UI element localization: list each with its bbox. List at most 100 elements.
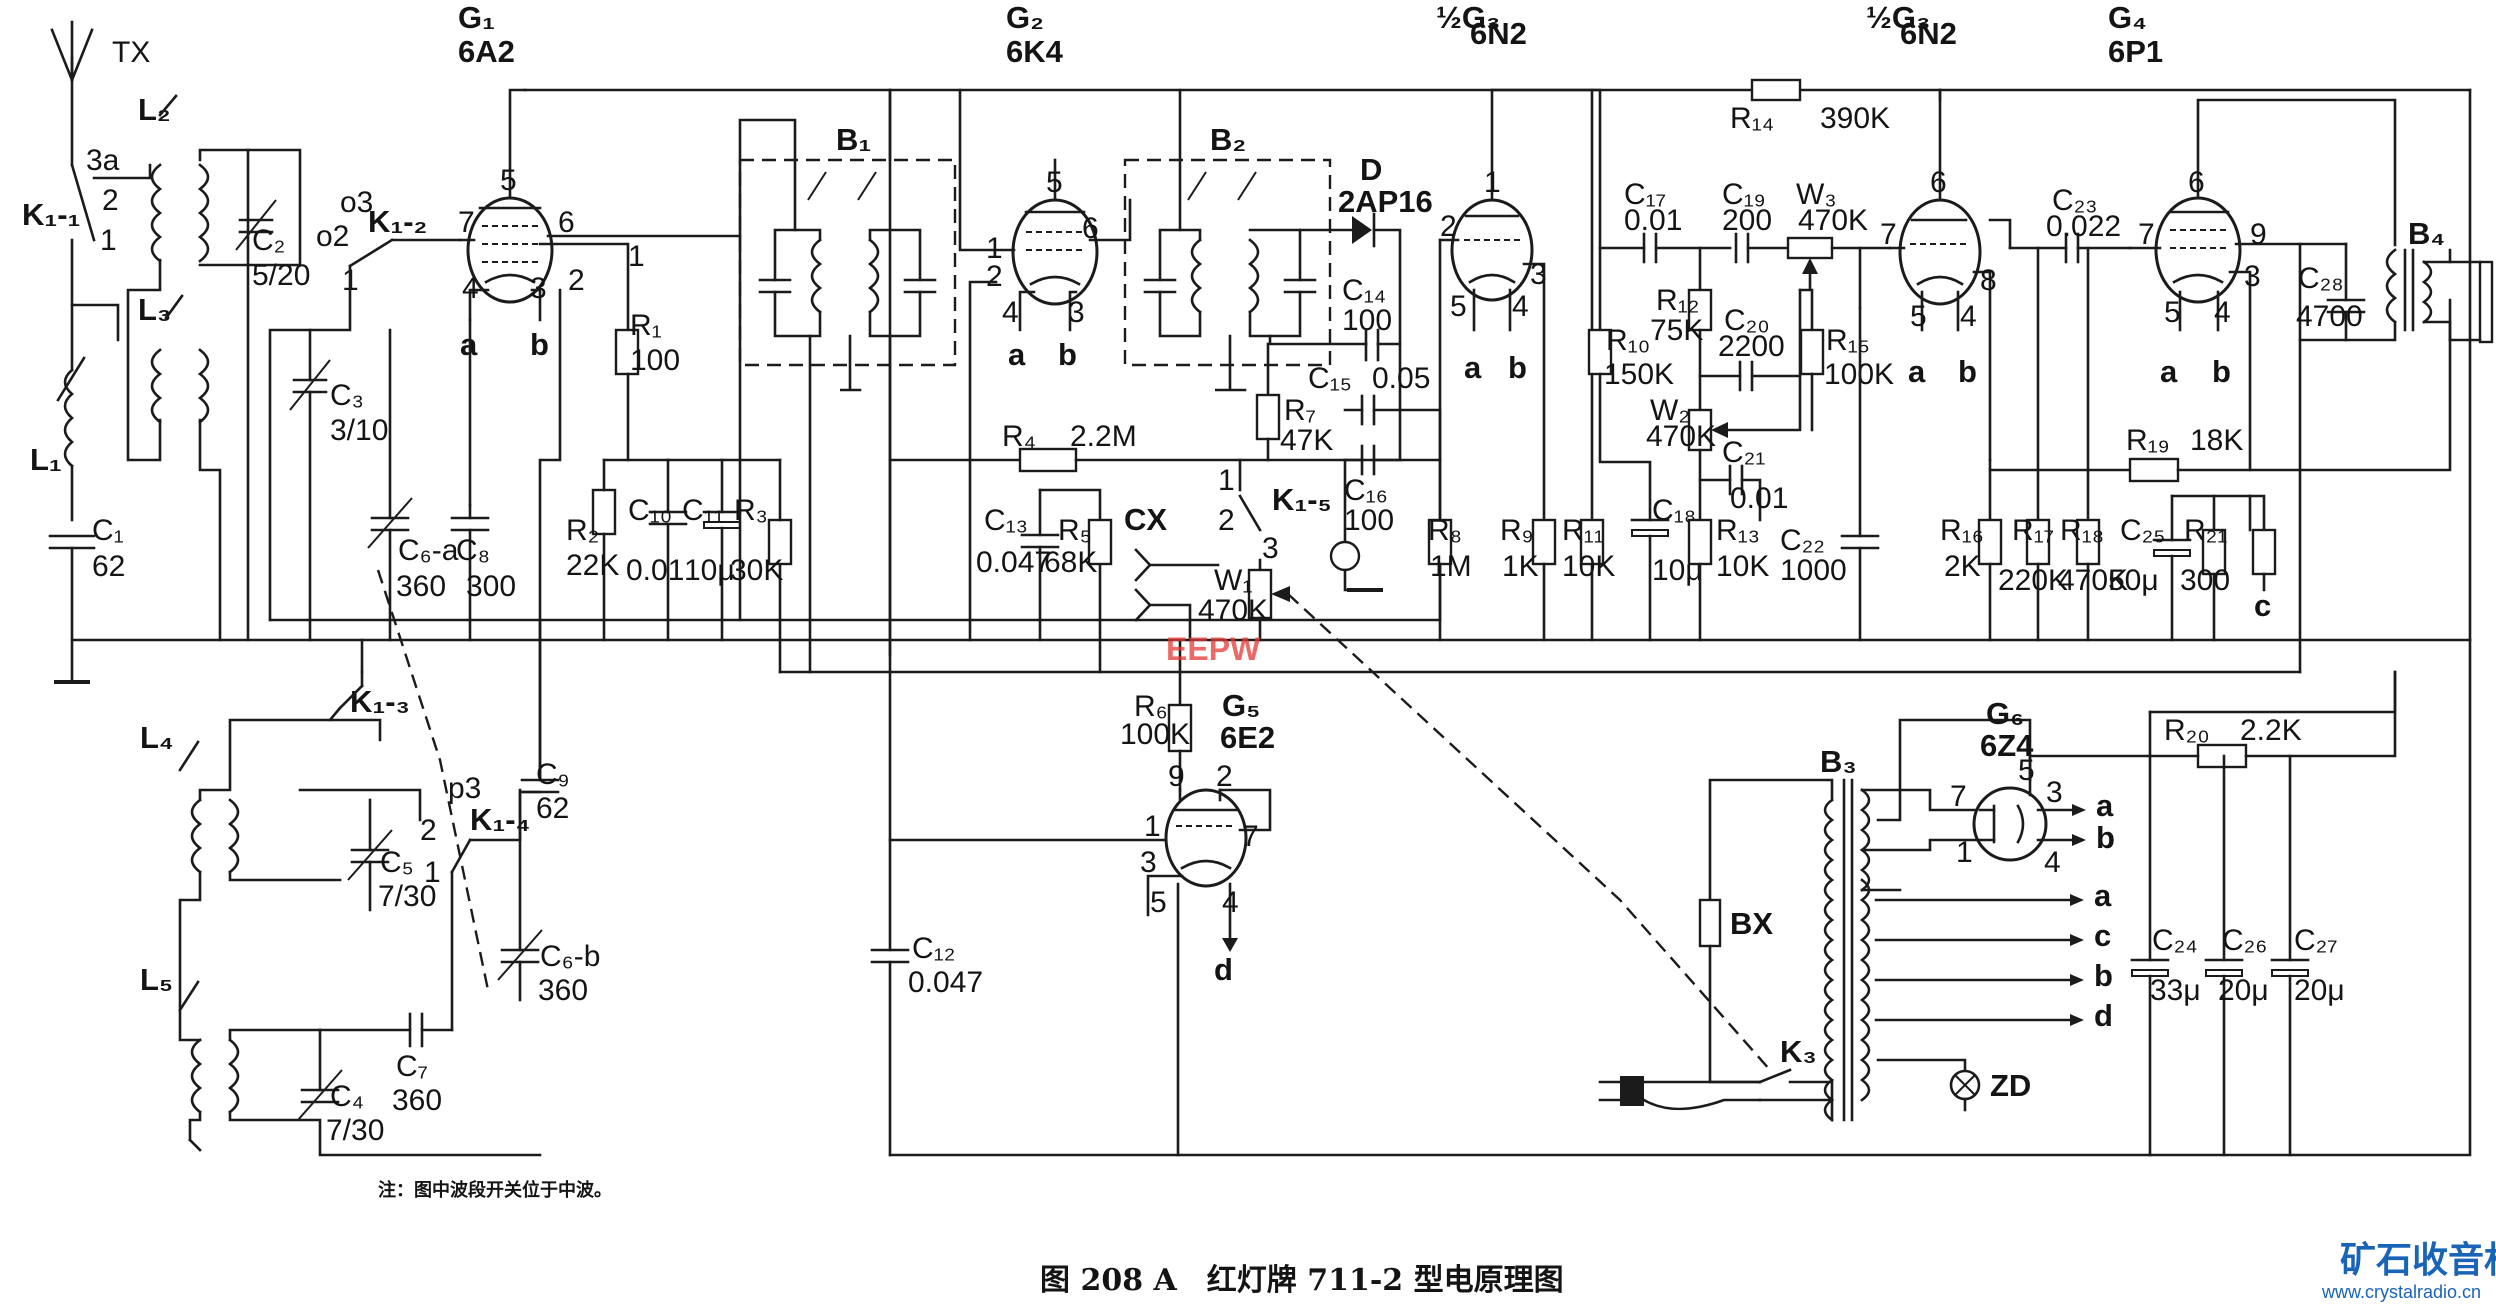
- g1-pin-5: 5: [500, 164, 517, 197]
- c5-value: 7/30: [378, 880, 436, 913]
- k1-1-wiper: [70, 163, 96, 242]
- l5-secondary-coil-icon: [227, 1038, 240, 1114]
- c25-ref: C₂₅: [2120, 514, 2165, 547]
- r7-value: 47K: [1280, 424, 1333, 457]
- b2-secondary-coil-icon: [1247, 238, 1260, 314]
- w3-ref: W₃: [1796, 178, 1837, 211]
- b2-primary-coil-icon: [1190, 238, 1203, 314]
- c14-value: 100: [1342, 304, 1392, 337]
- b3-primary-coil-icon: [1823, 798, 1835, 1122]
- g5-tuning-indicator: R₆ 100K G₅ 6E2 9 2 1 7 3 5 4 d: [888, 638, 1275, 1157]
- g4-power-output: G₄ 6P1 6 7 9 3 5 4 a b R₁₉ 18K C₂₅ 50μ: [1988, 0, 2452, 674]
- ps-terminal-d: d: [2094, 998, 2113, 1033]
- k1-2-label: K₁-₂: [368, 204, 427, 239]
- r19-resistor: [2128, 457, 2180, 483]
- g1-pin-6: 6: [558, 206, 575, 239]
- diode-ref: D: [1360, 152, 1382, 187]
- b2-shield-box: [1123, 158, 1332, 367]
- c20-value: 2200: [1718, 330, 1785, 363]
- b1-label: B₁: [836, 122, 871, 157]
- r13-value: 10K: [1716, 550, 1769, 583]
- r11-ref: R₁₁: [1562, 514, 1604, 547]
- c2-ref: C₂: [252, 224, 285, 257]
- g1-converter-stage: G₁ 6A2 5 7 6 1 4 3 2 a b R₁ 100 R₂ 22K: [367, 0, 793, 782]
- eepw-watermark: EEPW: [1166, 631, 1261, 667]
- g3b-ref: ½G₃: [1866, 0, 1930, 35]
- g3b-pin-8: 8: [1980, 264, 1997, 297]
- c17-ref: C₁₇: [1624, 178, 1666, 211]
- tone-network: C₁₇ 0.01 C₁₉ 200 W₃ 470K R₁₂ 75K R₁₀ 150…: [1490, 88, 1894, 642]
- b4-label: B₄: [2408, 216, 2445, 251]
- k1-1-label: K₁-₁: [22, 197, 80, 232]
- g3b-heater-a: a: [1908, 354, 1926, 389]
- r5-resistor: [1087, 518, 1113, 566]
- r16-ref: R₁₆: [1940, 514, 1984, 547]
- c28-ref: C₂₈: [2298, 262, 2344, 295]
- sw-band-section: L₄ L₅ K₁-₃ C₅ 7/30 p3 2 1 K₁-₄: [140, 569, 600, 1157]
- c23-value: 0.022: [2046, 210, 2121, 243]
- c7-ref: C₇: [396, 1050, 428, 1083]
- l2-primary-coil-icon: [150, 163, 163, 263]
- fuse-icon: [1698, 898, 1722, 948]
- g6-ref: G₆: [1986, 696, 2024, 731]
- c10-value: 0.01: [626, 554, 684, 587]
- k1-2-pos-2: o2: [316, 220, 349, 253]
- r7-resistor: [1255, 393, 1281, 441]
- r17-ref: R₁₇: [2012, 514, 2054, 547]
- jack-label: CX: [1124, 502, 1167, 537]
- r14-resistor: [1750, 78, 1802, 102]
- g1-pin-1: 1: [628, 240, 645, 273]
- g3b-pin-6: 6: [1930, 166, 1947, 199]
- g2-pin-2: 2: [986, 260, 1003, 293]
- r15-ref: R₁₅: [1826, 324, 1870, 357]
- power-rails: [70, 88, 2472, 1157]
- l3-label: L₃: [138, 292, 171, 327]
- c1-ref: C₁: [92, 514, 124, 547]
- g5-pin-7: 7: [1242, 820, 1259, 853]
- c8-ref: C₈: [456, 534, 490, 567]
- g2-ref: G₂: [1006, 0, 1044, 35]
- l3-primary-coil-icon: [150, 348, 163, 424]
- g3a-pin-5: 5: [1450, 290, 1467, 323]
- r2-value: 22K: [566, 549, 619, 582]
- g1-pin-3: 3: [530, 272, 547, 305]
- site-watermark: 矿石收音机 www.crystalradio.cn: [2321, 1239, 2496, 1302]
- g3b-pin-4: 4: [1960, 300, 1977, 333]
- c6b-value: 360: [538, 974, 588, 1007]
- g3a-audio-preamp: ½G₃ 6N2 1 2 3 5 4 a b R₈ 1M R₉ 1K R₁₁ 1: [1427, 0, 1615, 642]
- w1-ref: W₁: [1214, 564, 1252, 597]
- r11-value: 10K: [1562, 550, 1615, 583]
- r18-value: 470K: [2058, 564, 2128, 597]
- g3b-audio-driver: ½G₃ 6N2 6 7 8 5 4 a b R₁₆ 2K R₁₇ 220K R₁…: [1866, 0, 2128, 642]
- output-section: B₄ C₂₈ 4700: [2296, 216, 2494, 344]
- c28-value: 4700: [2296, 300, 2363, 333]
- g3b-tube-envelope: [1898, 198, 1982, 306]
- c12-ref: C₁₂: [912, 932, 955, 965]
- r9-value: 1K: [1502, 550, 1539, 583]
- g4-pin-9: 9: [2250, 218, 2267, 251]
- k1-5-pos-1: 1: [1218, 464, 1235, 497]
- r20-value: 2.2K: [2240, 714, 2302, 747]
- g5-pin-4: 4: [1222, 886, 1239, 919]
- r19-ref: R₁₉: [2126, 424, 2170, 457]
- l3-secondary-coil-icon: [197, 348, 210, 424]
- g3b-pin-7: 7: [1880, 218, 1897, 251]
- g3a-heater-b: b: [1508, 350, 1527, 385]
- r1-ref: R₁: [630, 309, 662, 342]
- g3a-pin-1: 1: [1484, 166, 1501, 199]
- c4-value: 7/30: [326, 1114, 384, 1147]
- k3-power-switch[interactable]: [1758, 1068, 1792, 1084]
- c6b-ref: C₆-b: [540, 940, 600, 973]
- c10-ref: C₁₀: [628, 494, 672, 527]
- r7-ref: R₇: [1284, 394, 1316, 427]
- c17-value: 0.01: [1624, 204, 1682, 237]
- g1-pin-4: 4: [462, 272, 479, 305]
- c5-ref: C₅: [380, 846, 414, 879]
- pilot-lamp-label: ZD: [1990, 1068, 2031, 1103]
- c11-ref: C₁₁: [682, 494, 724, 527]
- antenna-section: TX K₁-₁ 3a 2 1 L₁ C₁ 62: [22, 20, 152, 684]
- input-coils: L₂ L₃ C₂ 5/20 C₃ 3/10 o3 o2 1 K₁-₂: [126, 92, 462, 642]
- r19-value: 18K: [2190, 424, 2243, 457]
- c23-ref: C₂₃: [2052, 184, 2098, 217]
- c4-ref: C₄: [330, 1080, 364, 1113]
